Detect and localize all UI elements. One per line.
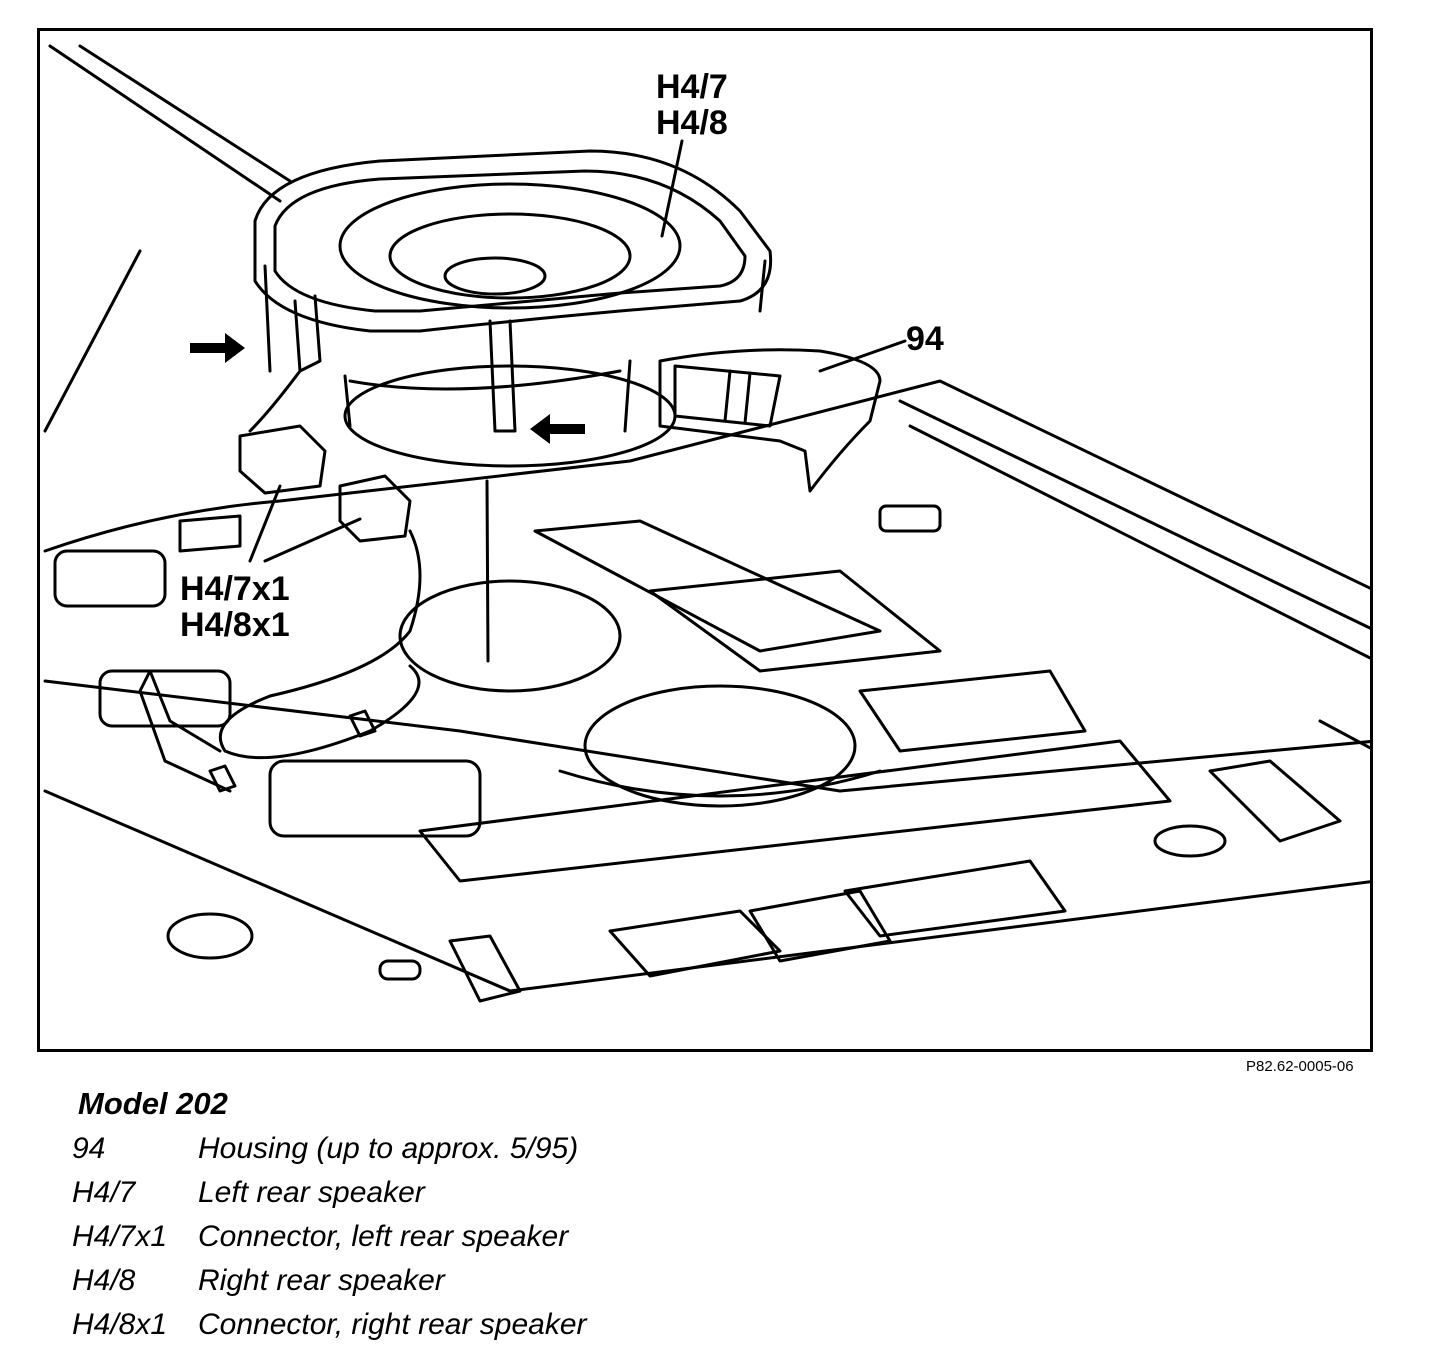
trim-line [48, 44, 282, 203]
shelf-rear-rail [908, 424, 1370, 660]
shelf-recess [648, 569, 942, 673]
figure-code: P82.62-0005-06 [1246, 1058, 1354, 1075]
legend-code: 94 [72, 1132, 106, 1165]
shelf-lower-edge [43, 789, 1370, 993]
speaker-bracket [293, 294, 322, 373]
legend-row: H4/7x1 Connector, left rear speaker [72, 1220, 568, 1260]
legend-code: H4/7 [72, 1176, 136, 1209]
legend-title: Model 202 [78, 1086, 228, 1121]
shelf-recess [53, 549, 167, 608]
speaker-basket [758, 259, 767, 313]
speaker-dustcap [443, 256, 547, 296]
slot [378, 959, 422, 981]
shelf-recess [98, 669, 232, 728]
callout-h4-8: H4/8 [656, 104, 728, 142]
bracket-tab [178, 514, 242, 553]
shelf-rear-rail [898, 399, 1370, 630]
diagram-frame: H4/7 H4/8 94 H4/7x1 H4/8x1 [37, 28, 1373, 1052]
clip [448, 934, 522, 1003]
callout-connectors: H4/7x1 H4/8x1 [180, 571, 290, 643]
speaker-installation-drawing [43, 44, 1370, 1003]
legend-desc: Connector, right rear speaker [198, 1308, 587, 1341]
leader-line-housing [818, 339, 907, 373]
leader-line-opening [485, 479, 490, 663]
legend-code: H4/7x1 [72, 1220, 168, 1253]
legend-row: H4/7 Left rear speaker [72, 1176, 425, 1216]
speaker-cone [338, 182, 682, 310]
legend-desc: Connector, left rear speaker [198, 1220, 569, 1253]
leader-line-speaker [660, 139, 684, 238]
legend-code: H4/8x1 [72, 1308, 168, 1341]
trim-line [78, 44, 292, 183]
legend-desc: Right rear speaker [198, 1264, 445, 1297]
speaker-cable [218, 369, 422, 760]
shelf-recess [748, 889, 892, 963]
legend-row: H4/8x1 Connector, right rear speaker [72, 1308, 587, 1348]
shelf-recess [608, 909, 782, 978]
callout-h4-8x1: H4/8x1 [180, 606, 290, 644]
connector-h4-7x1 [238, 424, 327, 495]
clip [1318, 719, 1370, 750]
speaker-magnet-side [623, 359, 632, 433]
callout-speaker: H4/7 H4/8 [656, 69, 728, 141]
speaker-magnet-side [343, 374, 352, 428]
slot [1153, 824, 1227, 858]
connector-h4-8x1 [338, 474, 412, 543]
speaker-cone-inner [388, 212, 632, 300]
housing-94-rib [723, 369, 732, 423]
pillar-line [43, 249, 142, 433]
leader-line-connector [248, 484, 282, 563]
slot [166, 912, 254, 960]
housing-94-rib [743, 371, 752, 425]
legend-desc: Housing (up to approx. 5/95) [198, 1132, 579, 1165]
shelf-recess [418, 739, 1172, 883]
arrow-icon [530, 414, 585, 444]
speaker-opening [398, 579, 622, 693]
legend-row: 94 Housing (up to approx. 5/95) [72, 1132, 578, 1172]
clip [1208, 759, 1342, 843]
legend-desc: Left rear speaker [198, 1176, 425, 1209]
arrow-icon [190, 333, 245, 363]
callout-housing: 94 [906, 320, 944, 358]
speaker-opening [583, 684, 857, 808]
speaker-bracket [488, 319, 517, 433]
leader-line-connector [263, 517, 362, 563]
shelf-recess [858, 669, 1087, 753]
callout-h4-7: H4/7 [656, 68, 728, 106]
legend-code: H4/8 [72, 1264, 136, 1297]
legend-row: H4/8 Right rear speaker [72, 1264, 445, 1304]
shelf-outline [43, 379, 1370, 590]
housing-94-inner [673, 364, 782, 428]
callout-h4-7x1: H4/7x1 [180, 570, 290, 608]
speaker-cable [138, 669, 232, 793]
cable-clip [348, 709, 377, 738]
speaker-opening-rim [558, 769, 882, 798]
speaker-basket [263, 264, 272, 373]
shelf-front-edge [43, 679, 1370, 793]
shelf-recess [843, 859, 1067, 938]
cable-clip [208, 764, 237, 793]
speaker-frame-inner [273, 169, 747, 313]
housing-94 [658, 348, 882, 493]
clip-slot [878, 504, 942, 533]
shelf-recess [533, 519, 882, 653]
shelf-recess [268, 759, 482, 838]
